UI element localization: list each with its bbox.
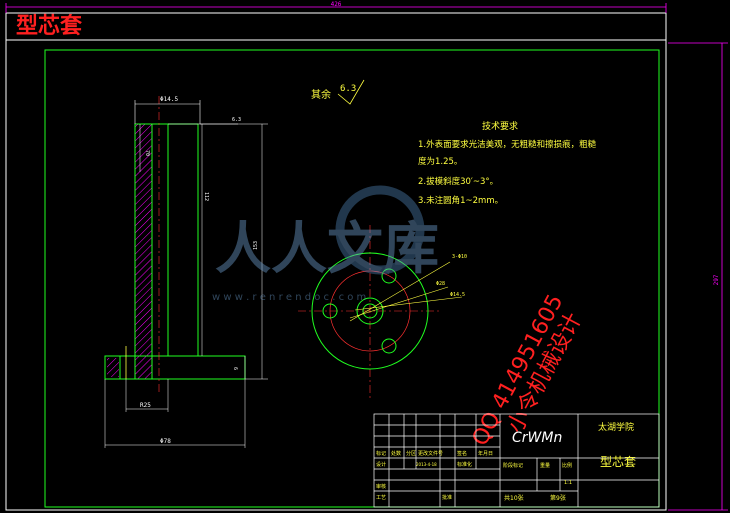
tb-review: 审核 <box>376 483 386 490</box>
tb-weight: 重量 <box>540 462 550 469</box>
watermark-brand: 人人文库 <box>215 217 439 282</box>
bore-inner <box>362 303 378 319</box>
title-block <box>373 413 660 508</box>
requirements-line-1: 1.外表面要求光洁美观，无粗糙和擦损痕，粗糙 <box>418 139 597 150</box>
tb-material: CrWMn <box>512 430 562 446</box>
tb-design: 设计 <box>376 461 386 468</box>
dim-sheet-width: 426 <box>331 1 342 8</box>
dim-70: 70 <box>144 150 150 156</box>
title-block-text: 标记 处数 分区 更改文件号 签名 年月日 设计 2013-4-18 标准化 审… <box>376 450 572 502</box>
requirements-line-3: 2.拔模斜度30′~3°。 <box>418 176 498 187</box>
tb-process: 工艺 <box>376 495 386 501</box>
tb-zone: 分区 <box>406 450 416 457</box>
watermark: 人人文库 w w w . r e n r e n d o c . c o m <box>212 185 439 303</box>
dim-phi78: Φ78 <box>160 438 171 445</box>
tb-std: 标准化 <box>457 461 472 468</box>
dim-9: 9 <box>234 367 240 370</box>
dim-112: 112 <box>203 192 209 201</box>
sheet-outer <box>5 12 667 511</box>
requirements-heading: 技术要求 <box>482 120 518 132</box>
dim-phi28: Φ28 <box>436 281 445 287</box>
tb-change: 更改文件号 <box>418 450 443 457</box>
top-view: 3-Φ10 Φ28 Φ14.5 <box>298 225 467 400</box>
tb-mark: 标记 <box>376 450 386 457</box>
bore-outer <box>356 297 384 325</box>
tb-date: 2013-4-18 <box>416 462 437 467</box>
stem-hatch <box>134 123 153 380</box>
outer-circle <box>311 252 429 370</box>
dim-153: 153 <box>253 241 259 250</box>
dim-sheet-height: 297 <box>713 274 720 285</box>
tb-part: 型芯套 <box>600 455 636 469</box>
tb-sheet-no: 第9张 <box>550 494 566 502</box>
tb-sheets-total: 共10张 <box>504 494 524 502</box>
roughness-symbol <box>337 79 365 105</box>
bolt-hole-1 <box>381 268 397 284</box>
requirements-line-2: 度为1.25。 <box>418 156 462 167</box>
flange-hatch <box>107 358 119 377</box>
tb-scale: 比例 <box>562 462 572 469</box>
drawing-frame <box>44 49 660 508</box>
tb-approve: 批准 <box>442 494 452 501</box>
tb-sign: 签名 <box>457 450 467 457</box>
dim-holes: 3-Φ10 <box>452 254 467 260</box>
dim-top-flag: 6.3 <box>232 117 241 123</box>
tb-date-label: 年月日 <box>478 450 493 457</box>
tb-stage: 阶段标记 <box>503 462 523 469</box>
roughness-value: 6.3 <box>340 84 356 94</box>
drawing-title: 型芯套 <box>16 14 83 39</box>
dim-r25: R25 <box>140 402 151 409</box>
dim-top-hole: Φ14.5 <box>160 96 178 103</box>
tb-count: 处数 <box>391 450 401 457</box>
watermark-url: w w w . r e n r e n d o c . c o m <box>212 292 366 303</box>
bolt-hole-3 <box>381 338 397 354</box>
tb-school: 太湖学院 <box>598 421 634 433</box>
bolt-circle <box>329 270 411 352</box>
roughness-label: 其余 <box>311 88 331 101</box>
dim-phi46: Φ14.5 <box>450 292 465 298</box>
bolt-hole-2 <box>322 303 338 319</box>
tb-scale-val: 1:1 <box>564 480 572 486</box>
section-view: Φ14.5 6.3 70 112 153 9 R25 Φ78 <box>104 96 268 448</box>
requirements-line-4: 3.未注圆角1~2mm。 <box>418 195 503 206</box>
